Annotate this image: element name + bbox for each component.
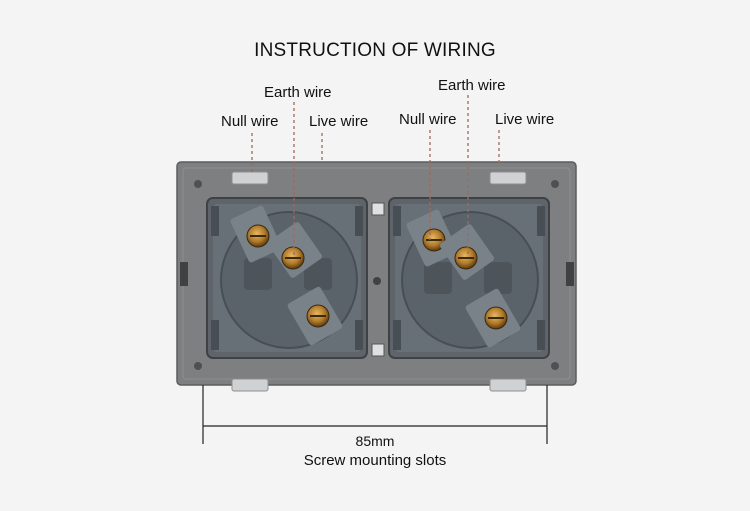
- mounting-tab: [231, 378, 269, 392]
- centre-clip: [371, 202, 385, 216]
- left-socket-module: [206, 197, 368, 359]
- corner-hole: [194, 180, 202, 188]
- corner-hole: [551, 180, 559, 188]
- dimension-value: 85mm: [355, 433, 395, 449]
- corner-hole: [551, 362, 559, 370]
- mounting-tab: [489, 171, 527, 185]
- dimension-caption: Screw mounting slots: [303, 452, 447, 469]
- mounting-tab: [489, 378, 527, 392]
- right-earth-wire-label: Earth wire: [438, 77, 506, 94]
- side-slot: [566, 262, 574, 286]
- dimension-marker: [202, 385, 548, 444]
- diagram-title: INSTRUCTION OF WIRING: [254, 40, 496, 61]
- leader-lines: [251, 95, 500, 256]
- left-earth-wire-label: Earth wire: [264, 84, 332, 101]
- right-live-wire-label: Live wire: [495, 111, 555, 128]
- right-socket-module: [388, 197, 550, 359]
- corner-hole: [194, 362, 202, 370]
- centre-clip: [371, 343, 385, 357]
- side-slot: [180, 262, 188, 286]
- left-live-wire-label: Live wire: [309, 113, 369, 130]
- mounting-tab: [231, 171, 269, 185]
- left-null-wire-label: Null wire: [221, 113, 279, 130]
- right-null-wire-label: Null wire: [399, 111, 457, 128]
